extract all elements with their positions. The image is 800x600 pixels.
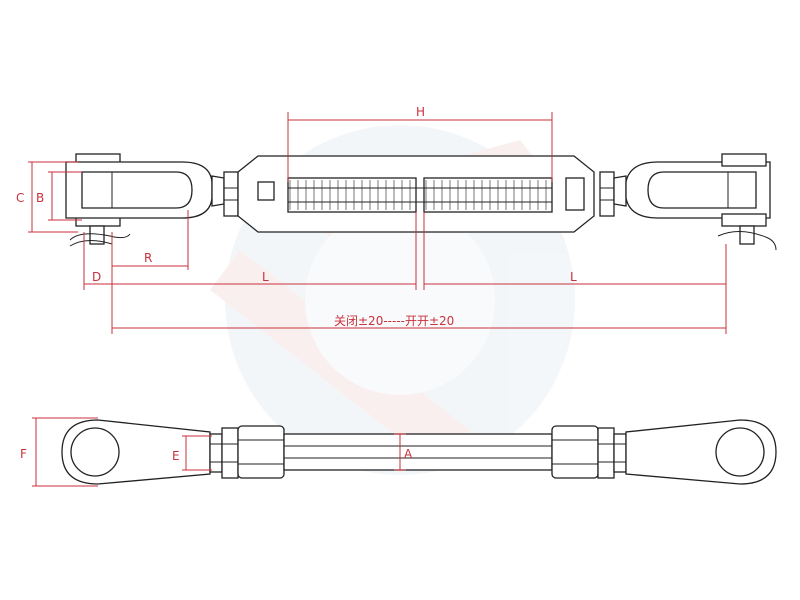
dim-label-l-left: L	[262, 270, 269, 284]
top-view	[65, 153, 777, 251]
top-dimensions: H C B D R L L 关闭±20-----开开±20	[16, 105, 727, 334]
left-clevis	[65, 153, 213, 247]
bottom-view	[61, 419, 777, 485]
dim-label-a: A	[404, 447, 413, 461]
dim-label-e: E	[172, 449, 180, 463]
dim-label-adjust: 关闭±20-----开开±20	[334, 314, 454, 328]
dim-label-l-right: L	[570, 270, 577, 284]
turnbuckle-body	[237, 155, 595, 233]
dim-label-d: D	[92, 270, 101, 284]
dim-label-h: H	[416, 105, 425, 119]
bottom-dimensions: F E A	[20, 417, 413, 487]
dim-label-r: R	[144, 251, 152, 265]
dim-label-f: F	[20, 447, 27, 461]
right-clevis	[625, 153, 777, 251]
dim-label-b: B	[36, 191, 44, 205]
dim-label-c: C	[16, 191, 24, 205]
